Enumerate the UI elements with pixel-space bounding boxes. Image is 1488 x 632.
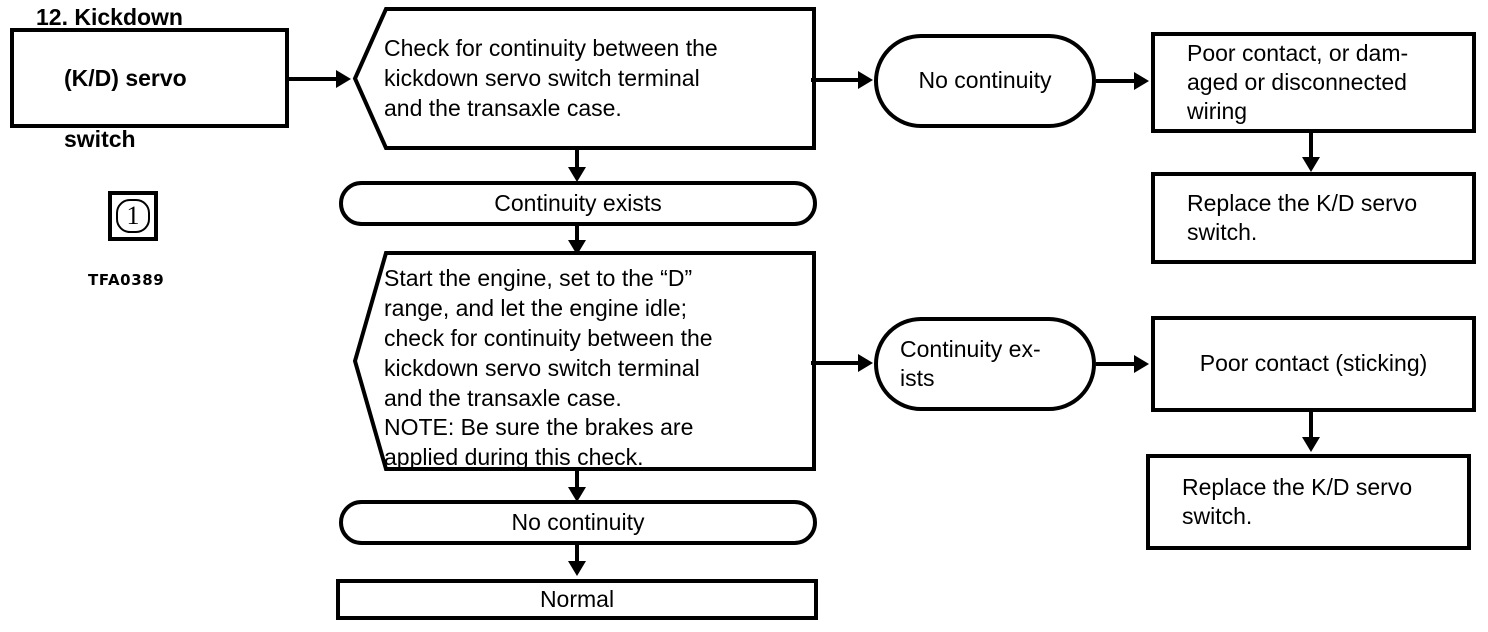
- connector-n3-n4-arrowhead: [1134, 72, 1149, 90]
- callout-number: 1: [116, 199, 150, 233]
- node-normal-text: Normal: [539, 585, 615, 612]
- node-poor-contact-wiring: Poor contact, or dam- aged or disconnect…: [1151, 32, 1476, 133]
- title-line-3: switch: [64, 125, 136, 152]
- hexagon-shape-2: [352, 251, 816, 471]
- connector-n1-n2-arrowhead: [336, 70, 351, 88]
- node-continuity-exists-1-text: Continuity exists: [494, 189, 662, 216]
- connector-n6-n7-line: [575, 226, 579, 252]
- title-line-1: 12. Kickdown: [36, 4, 183, 31]
- node-no-continuity-1: No continuity: [874, 34, 1096, 128]
- node-check-continuity-2-text: Start the engine, set to the “D” range, …: [384, 265, 713, 471]
- connector-n7-n11-arrowhead: [568, 487, 586, 502]
- node-check-continuity-1: Check for continuity between the kickdow…: [352, 6, 817, 151]
- node-poor-contact-wiring-text: Poor contact, or dam- aged or disconnect…: [1187, 39, 1409, 125]
- connector-n9-n10-line: [1309, 412, 1313, 447]
- connector-n9-n10-arrowhead: [1302, 437, 1320, 452]
- node-title-text: 12. Kickdown (K/D) servo switch: [14, 4, 285, 151]
- numbered-callout-icon: 1: [108, 191, 158, 241]
- node-replace-switch-2-text: Replace the K/D servo switch.: [1182, 473, 1413, 529]
- connector-n2-n6-line: [575, 148, 579, 178]
- connector-n1-n2-line: [289, 77, 340, 81]
- node-no-continuity-2: No continuity: [339, 500, 817, 545]
- node-continuity-exists-1: Continuity exists: [339, 181, 817, 226]
- connector-n7-n8-arrowhead: [858, 354, 873, 372]
- node-continuity-exists-2: Continuity ex- ists: [874, 317, 1096, 411]
- connector-n7-n11-line: [575, 469, 579, 498]
- hexagon-shape-1: [352, 7, 816, 150]
- node-replace-switch-1: Replace the K/D servo switch.: [1151, 172, 1476, 264]
- node-poor-contact-sticking: Poor contact (sticking): [1151, 316, 1476, 412]
- node-replace-switch-1-text: Replace the K/D servo switch.: [1187, 189, 1418, 245]
- node-no-continuity-1-text: No continuity: [918, 67, 1052, 94]
- connector-n2-n6-arrowhead: [568, 167, 586, 182]
- node-check-continuity-1-text: Check for continuity between the kickdow…: [384, 35, 718, 121]
- node-no-continuity-2-text: No continuity: [511, 508, 645, 535]
- connector-n8-n9-arrowhead: [1134, 355, 1149, 373]
- connector-n11-n12-line: [575, 545, 579, 572]
- connector-n2-n3-line: [811, 78, 866, 82]
- node-replace-switch-2: Replace the K/D servo switch.: [1146, 454, 1471, 550]
- node-poor-contact-sticking-text: Poor contact (sticking): [1199, 350, 1428, 377]
- node-normal: Normal: [336, 579, 818, 620]
- node-check-continuity-2: Start the engine, set to the “D” range, …: [352, 250, 817, 472]
- node-continuity-exists-2-text: Continuity ex- ists: [900, 335, 1041, 391]
- connector-n7-n8-line: [811, 361, 866, 365]
- connector-n8-n9-line: [1096, 362, 1138, 366]
- connector-n11-n12-arrowhead: [568, 561, 586, 576]
- connector-n2-n3-arrowhead: [858, 71, 873, 89]
- connector-n4-n5-line: [1309, 133, 1313, 165]
- title-line-2: (K/D) servo: [64, 64, 187, 91]
- connector-n3-n4-line: [1096, 79, 1138, 83]
- connector-n4-n5-arrowhead: [1302, 157, 1320, 172]
- node-kickdown-servo-switch-title: 12. Kickdown (K/D) servo switch: [10, 4, 289, 152]
- figure-caption: TFA0389: [88, 271, 165, 289]
